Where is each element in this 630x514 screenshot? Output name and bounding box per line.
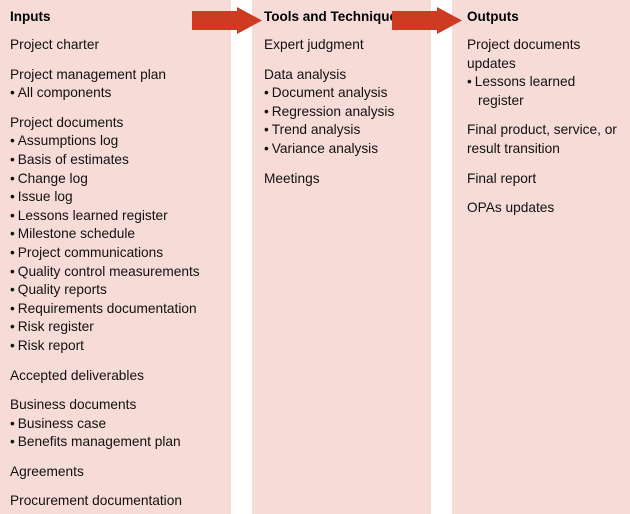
list-item-label: Milestone schedule bbox=[17, 226, 135, 242]
bullet-dot-icon: • bbox=[10, 434, 15, 450]
column-title-outputs: Outputs bbox=[467, 9, 519, 24]
bullet-dot-icon: • bbox=[10, 319, 15, 335]
bullet-dot-icon: • bbox=[10, 263, 15, 279]
group-heading: Final product, service, or result transi… bbox=[467, 122, 617, 156]
group-heading: Project charter bbox=[10, 37, 100, 52]
group-heading: Project documents updates bbox=[467, 37, 581, 71]
group-opas-updates: OPAs updates bbox=[467, 199, 624, 218]
list-item-label: Quality control measurements bbox=[17, 263, 200, 279]
group-data-analysis: Data analysis •Document analysis •Regres… bbox=[264, 66, 425, 159]
list-item: •Risk register bbox=[10, 318, 225, 337]
list-item: •Lessons learned register bbox=[10, 207, 225, 226]
bullet-dot-icon: • bbox=[10, 415, 15, 431]
list-item: •Variance analysis bbox=[264, 140, 425, 159]
list-item: •Quality control measurements bbox=[10, 263, 225, 282]
list-item-label: All components bbox=[17, 85, 112, 101]
list-item-label: Requirements documentation bbox=[17, 300, 197, 316]
bullet-dot-icon: • bbox=[264, 103, 269, 119]
group-heading: Project management plan bbox=[10, 66, 166, 82]
list-item-label: Basis of estimates bbox=[17, 151, 129, 167]
group-accepted-deliverables: Accepted deliverables bbox=[10, 367, 225, 386]
list-item: •Milestone schedule bbox=[10, 225, 225, 244]
list-item: •Trend analysis bbox=[264, 121, 425, 140]
arrow-inputs-to-tools-icon bbox=[192, 7, 262, 34]
list-item: •Assumptions log bbox=[10, 132, 225, 151]
column-tools-and-techniques: Tools and Techniques Expert judgment Dat… bbox=[252, 0, 431, 514]
list-item: •Requirements documentation bbox=[10, 300, 225, 319]
group-final-report: Final report bbox=[467, 170, 624, 189]
list-item-label: Regression analysis bbox=[271, 103, 395, 119]
group-project-documents: Project documents •Assumptions log •Basi… bbox=[10, 114, 225, 356]
group-heading: Business documents bbox=[10, 397, 137, 413]
group-project-management-plan: Project management plan •All components bbox=[10, 66, 225, 103]
bullet-dot-icon: • bbox=[10, 133, 15, 149]
list-item: •Regression analysis bbox=[264, 103, 425, 122]
list-item-label: Lessons learned register bbox=[474, 74, 576, 108]
group-heading: Agreements bbox=[10, 463, 84, 479]
list-item: •Benefits management plan bbox=[10, 433, 225, 452]
bullet-dot-icon: • bbox=[10, 244, 15, 260]
group-final-product-transition: Final product, service, or result transi… bbox=[467, 121, 624, 158]
bullet-dot-icon: • bbox=[264, 122, 269, 138]
group-heading: OPAs updates bbox=[467, 200, 555, 216]
list-item: •Lessons learned register bbox=[467, 73, 624, 110]
bullet-dot-icon: • bbox=[264, 140, 269, 156]
list-item-label: Risk register bbox=[17, 319, 94, 335]
group-expert-judgment: Expert judgment bbox=[264, 36, 425, 55]
column-inputs: Inputs Project charter Project managemen… bbox=[0, 0, 231, 514]
group-heading: Project documents bbox=[10, 114, 124, 130]
bullet-dot-icon: • bbox=[10, 226, 15, 242]
group-business-documents: Business documents •Business case •Benef… bbox=[10, 396, 225, 452]
arrow-tools-to-outputs-icon bbox=[392, 7, 462, 34]
list-item: •All components bbox=[10, 84, 225, 103]
bullet-dot-icon: • bbox=[264, 85, 269, 101]
list-item-label: Lessons learned register bbox=[17, 207, 168, 223]
list-item: •Basis of estimates bbox=[10, 151, 225, 170]
group-procurement-documentation: Procurement documentation bbox=[10, 492, 225, 511]
bullet-dot-icon: • bbox=[10, 151, 15, 167]
column-outputs: Outputs Project documents updates •Lesso… bbox=[452, 0, 630, 514]
list-item: •Issue log bbox=[10, 188, 225, 207]
group-project-charter: Project charter bbox=[10, 36, 225, 55]
column-title-inputs: Inputs bbox=[10, 9, 51, 24]
list-item: •Quality reports bbox=[10, 281, 225, 300]
list-item: •Project communications bbox=[10, 244, 225, 263]
list-item-label: Quality reports bbox=[17, 282, 107, 298]
bullet-dot-icon: • bbox=[467, 74, 472, 90]
bullet-dot-icon: • bbox=[10, 189, 15, 205]
group-project-documents-updates: Project documents updates •Lessons learn… bbox=[467, 36, 624, 110]
bullet-dot-icon: • bbox=[10, 170, 15, 186]
bullet-dot-icon: • bbox=[10, 337, 15, 353]
list-item-label: Benefits management plan bbox=[17, 434, 181, 450]
list-item-label: Project communications bbox=[17, 244, 164, 260]
list-item: •Risk report bbox=[10, 337, 225, 356]
list-item-label: Issue log bbox=[17, 189, 73, 205]
list-item-label: Variance analysis bbox=[271, 140, 379, 156]
list-item: •Business case bbox=[10, 415, 225, 434]
list-item-label: Business case bbox=[17, 415, 107, 431]
list-item-label: Trend analysis bbox=[271, 122, 361, 138]
column-title-tools-and-techniques: Tools and Techniques bbox=[264, 9, 405, 24]
list-item: •Change log bbox=[10, 170, 225, 189]
group-heading: Data analysis bbox=[264, 66, 347, 82]
bullet-dot-icon: • bbox=[10, 300, 15, 316]
list-item: •Document analysis bbox=[264, 84, 425, 103]
group-agreements: Agreements bbox=[10, 463, 225, 482]
bullet-dot-icon: • bbox=[10, 207, 15, 223]
bullet-dot-icon: • bbox=[10, 85, 15, 101]
bullet-dot-icon: • bbox=[10, 282, 15, 298]
list-item-label: Assumptions log bbox=[17, 133, 119, 149]
group-heading: Expert judgment bbox=[264, 37, 364, 52]
group-heading: Accepted deliverables bbox=[10, 367, 144, 383]
list-item-label: Risk report bbox=[17, 337, 84, 353]
group-heading: Meetings bbox=[264, 170, 320, 186]
group-heading: Final report bbox=[467, 170, 537, 186]
group-heading: Procurement documentation bbox=[10, 493, 182, 509]
list-item-label: Document analysis bbox=[271, 85, 388, 101]
list-item-label: Change log bbox=[17, 170, 88, 186]
group-meetings: Meetings bbox=[264, 170, 425, 189]
